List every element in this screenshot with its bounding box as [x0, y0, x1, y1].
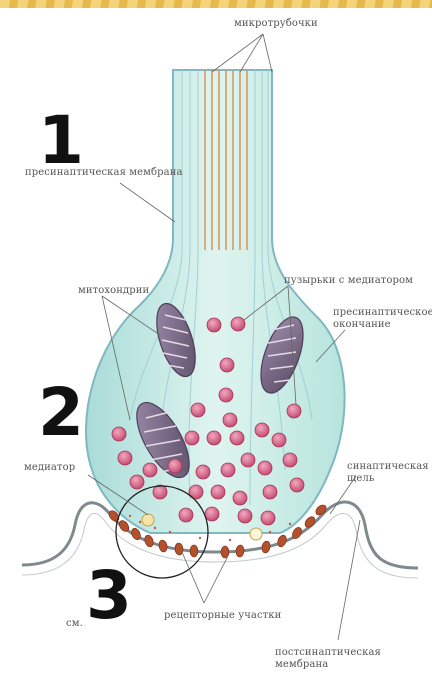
label-synaptic-cleft-2: щель [347, 473, 374, 485]
label-receptor-sites: рецепторные участки [164, 610, 281, 622]
marker-3: 3 [86, 563, 132, 629]
fusing-vesicle [142, 514, 154, 526]
marker-2: 2 [38, 380, 84, 446]
label-presynaptic-ending-2: окончание [333, 319, 391, 331]
label-microtubules: микротрубочки [234, 18, 318, 30]
label-mediator: медиатор [24, 462, 75, 474]
label-synaptic-cleft-1: синаптическая [347, 461, 429, 473]
marker-1: 1 [38, 108, 84, 174]
release-pore [250, 528, 262, 540]
label-vesicles: пузырьки с медиатором [284, 275, 413, 287]
label-see: см. [66, 618, 83, 630]
label-mitochondria: митохондрии [78, 285, 149, 297]
label-presynaptic-ending-1: пресинаптическое [333, 307, 432, 319]
label-postsynaptic-membrane: постсинаптическая мембрана [275, 647, 432, 671]
microtubules [205, 70, 247, 250]
